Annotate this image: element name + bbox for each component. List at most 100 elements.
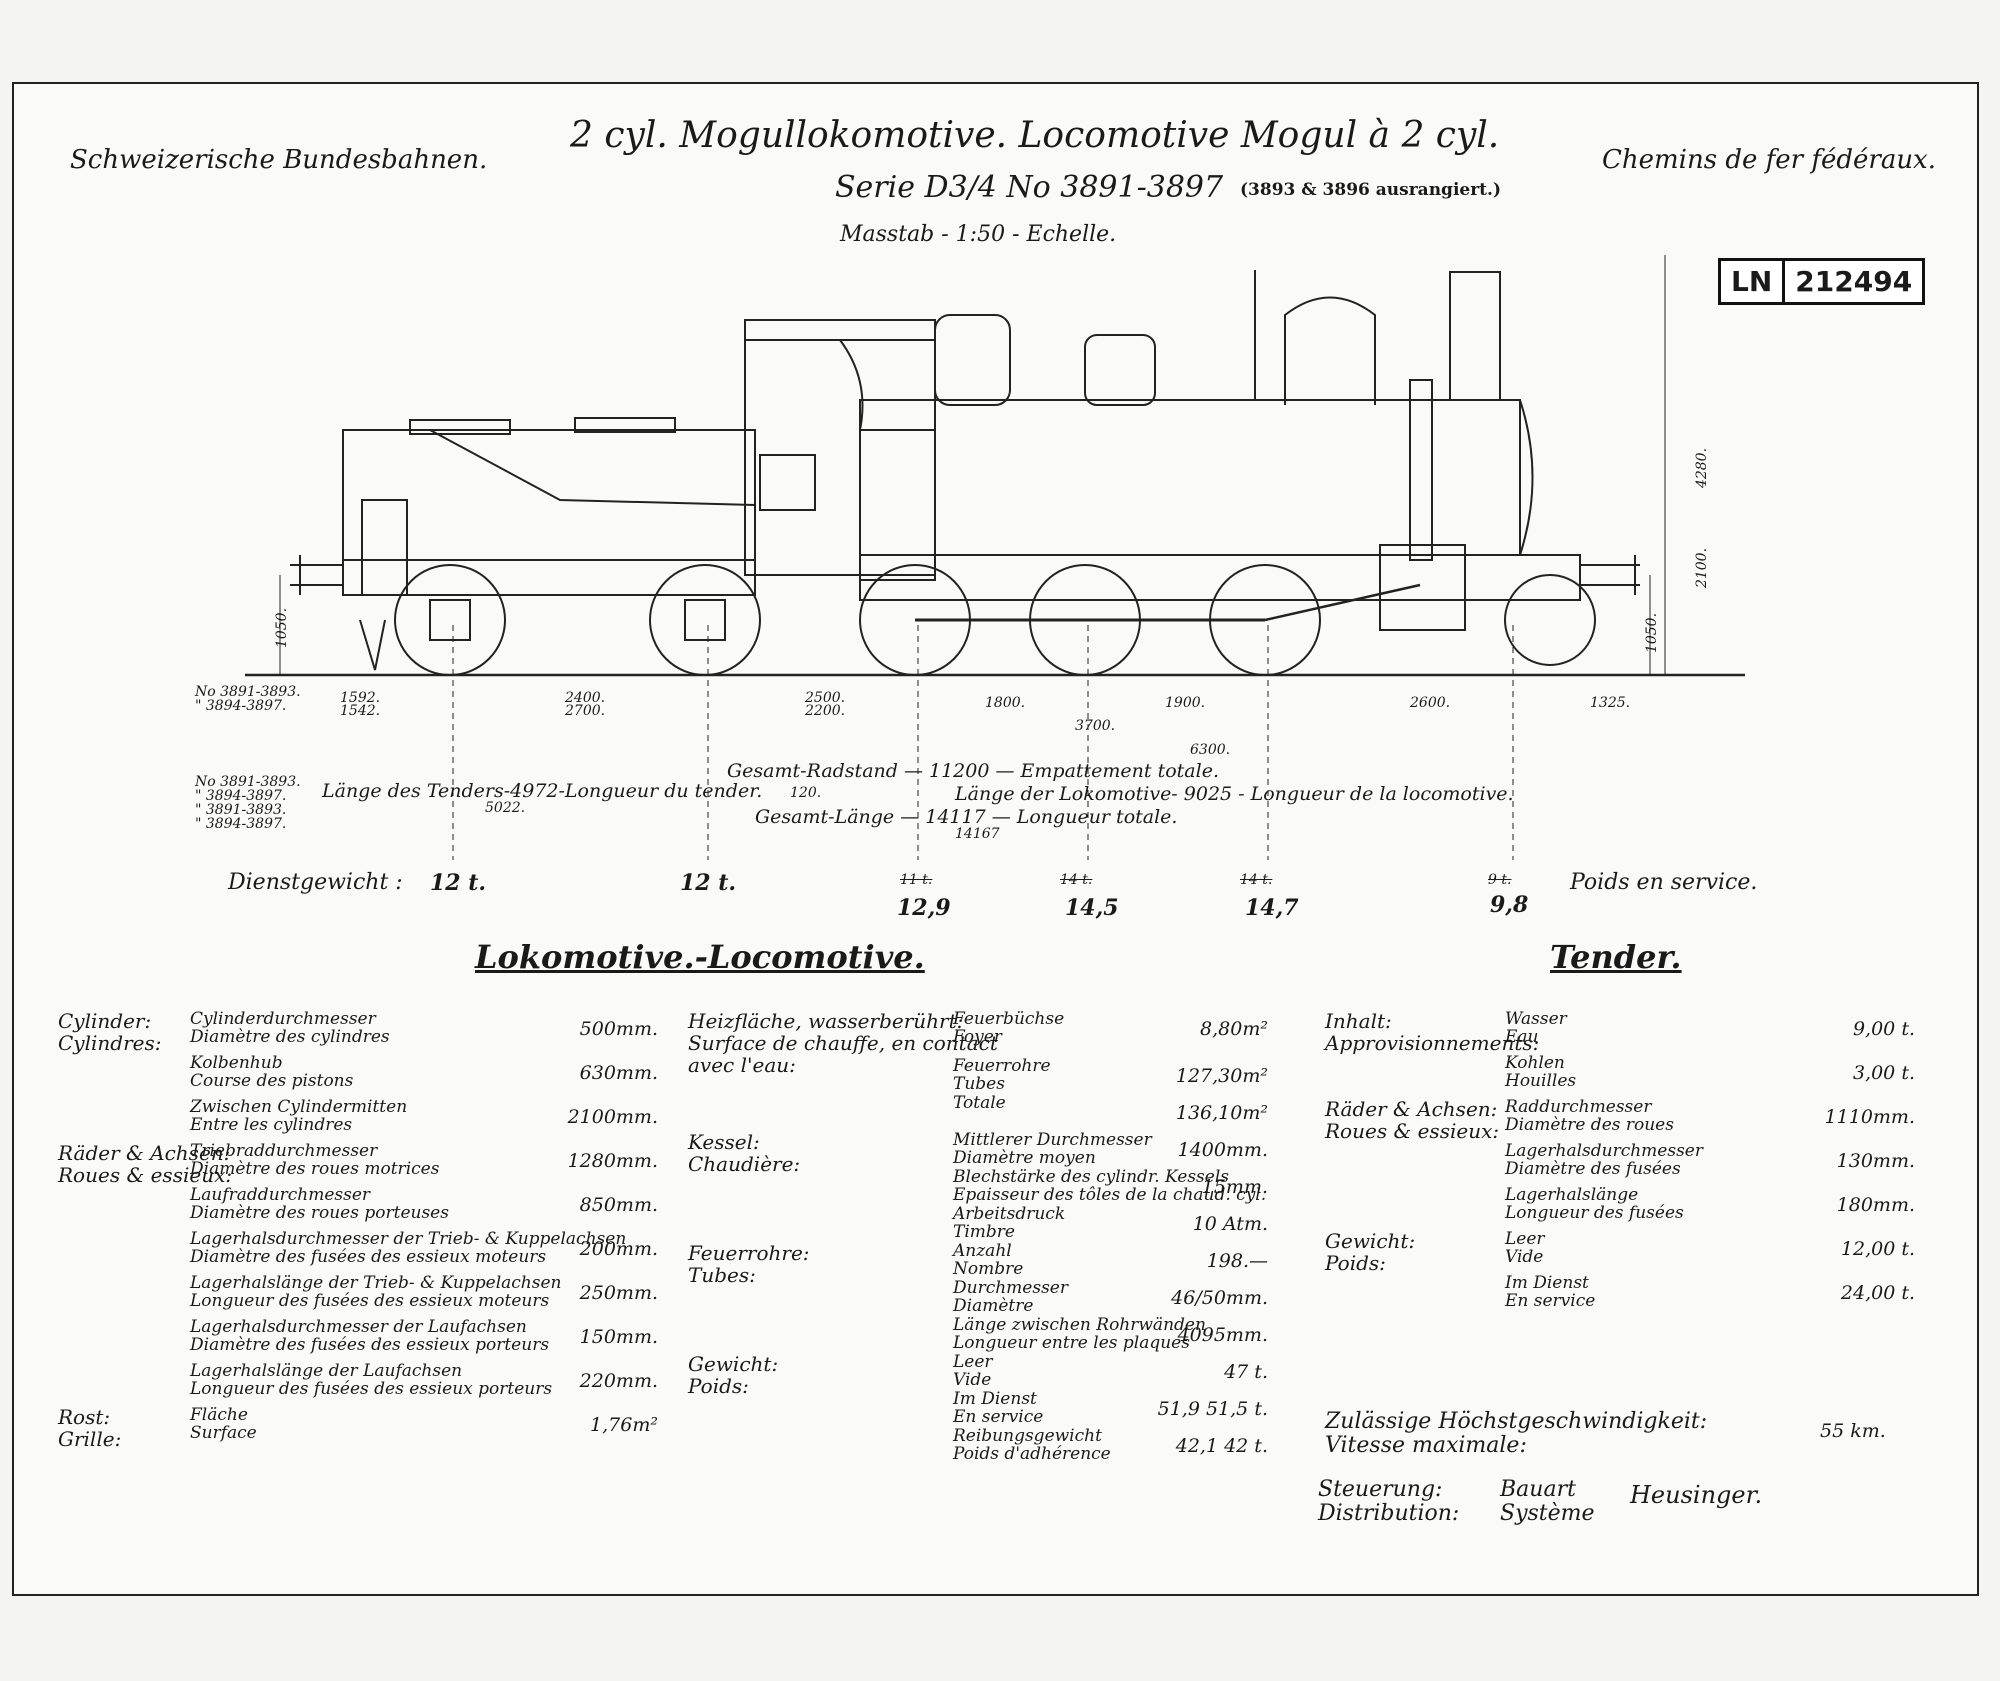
steam-dome <box>934 314 1011 406</box>
spec-group-label: Gewicht: Poids: <box>1325 1229 1416 1275</box>
spec-label-de: Lagerhalsdurchmesser <box>1505 1141 1703 1161</box>
spec-label-de: Blechstärke des cylindr. Kessels <box>953 1167 1229 1187</box>
spec-label-de: Lagerhalslänge der Laufachsen <box>190 1361 463 1381</box>
axle-weight-4-old: 14 t. <box>1060 872 1093 888</box>
length-series-labels: No 3891-3893. " 3894-3897. " 3891-3893. … <box>195 774 301 832</box>
spec-value: 15mm. <box>1201 1176 1268 1198</box>
dim-height-buffer: 2100. <box>1694 547 1711 589</box>
spec-value: 850mm. <box>579 1194 658 1216</box>
dim-6300: 6300. <box>1190 742 1231 758</box>
spec-value: 136,10m² <box>1175 1102 1268 1124</box>
spec-label-de: Raddurchmesser <box>1505 1097 1652 1117</box>
tender-wheel-2 <box>649 564 761 676</box>
spec-label-de: Kohlen <box>1505 1053 1565 1073</box>
dim-spacing-6: 2600. <box>1410 695 1451 711</box>
spec-value: 24,00 t. <box>1840 1282 1915 1304</box>
spec-value: 1400mm. <box>1177 1139 1268 1161</box>
cab <box>744 319 936 576</box>
spec-label-fr: Entre les cylindres <box>190 1115 353 1135</box>
spec-value: 42,1 42 t. <box>1175 1435 1268 1457</box>
safety-valve-dome <box>1284 296 1376 405</box>
spec-label-fr: Poids d'adhérence <box>953 1444 1111 1464</box>
drawing-scale: Masstab - 1:50 - Echelle. <box>840 222 1117 247</box>
drawing-title: 2 cyl. Mogullokomotive. Locomotive Mogul… <box>570 115 1500 156</box>
spec-label-de: Arbeitsdruck <box>953 1204 1066 1224</box>
spec-label-fr: Epaisseur des tôles de la chaud. cyl. <box>953 1185 1267 1205</box>
spec-label-de: Reibungsgewicht <box>953 1426 1102 1446</box>
dim-buffer-rear: 1050. <box>274 607 291 649</box>
spec-value: 1,76m² <box>590 1414 658 1436</box>
spec-value: 1280mm. <box>567 1150 658 1172</box>
spec-label-de: Wasser <box>1505 1009 1567 1029</box>
spec-group-label: Cylinder: Cylindres: <box>58 1009 162 1055</box>
spec-label-fr: Longueur des fusées <box>1505 1203 1684 1223</box>
locomotive-length: Länge der Lokomotive- 9025 - Longueur de… <box>955 783 1514 805</box>
valve-gear-label: Steuerung: Distribution: <box>1318 1477 1460 1526</box>
boiler <box>859 399 1521 556</box>
spec-value: 46/50mm. <box>1171 1287 1268 1309</box>
cylinder <box>1379 544 1466 631</box>
axle-weight-4: 14,5 <box>1065 895 1119 921</box>
spec-value: 51,9 51,5 t. <box>1157 1398 1268 1420</box>
spec-label-fr: Course des pistons <box>190 1071 354 1091</box>
tender-heading: Tender. <box>1550 938 1682 976</box>
tender-length: Länge des Tenders-4972-Longueur du tende… <box>322 780 763 802</box>
spec-label-fr: Diamètre des cylindres <box>190 1027 390 1047</box>
spec-label-fr: Diamètre des roues motrices <box>190 1159 440 1179</box>
spec-label-de: Durchmesser <box>953 1278 1068 1298</box>
spec-value: 2100mm. <box>567 1106 658 1128</box>
spec-label-de: Lagerhalsdurchmesser der Laufachsen <box>190 1317 527 1337</box>
dim-3700: 3700. <box>1075 718 1116 734</box>
sand-dome <box>1084 334 1156 406</box>
dim-spacing-7: 1325. <box>1590 695 1631 711</box>
spec-value: 250mm. <box>579 1282 658 1304</box>
max-speed-value: 55 km. <box>1820 1420 1886 1442</box>
spec-label-de: Laufraddurchmesser <box>190 1185 371 1205</box>
spec-value: 9,00 t. <box>1852 1018 1915 1040</box>
spec-label-fr: Vide <box>953 1370 992 1390</box>
spec-value: 198.— <box>1206 1250 1268 1272</box>
spec-group-label: Räder & Achsen: Roues & essieux: <box>1325 1097 1500 1143</box>
total-length-alt: 14167 <box>955 826 1000 842</box>
spec-value: 130mm. <box>1836 1150 1915 1172</box>
valve-gear-type: Bauart Système <box>1500 1477 1595 1526</box>
dim-120: 120. <box>790 785 822 801</box>
spec-value: 12,00 t. <box>1840 1238 1915 1260</box>
spec-label-de: Lagerhalslänge der Trieb- & Kuppelachsen <box>190 1273 562 1293</box>
total-wheelbase: Gesamt-Radstand — 11200 — Empattement to… <box>727 760 1219 782</box>
spec-label-fr: Surface <box>190 1423 257 1443</box>
spec-label-de: Totale <box>953 1093 1006 1113</box>
spec-label-de: Triebraddurchmesser <box>190 1141 378 1161</box>
spec-group-label: Räder & Achsen: Roues & essieux: <box>58 1141 233 1187</box>
spec-value: 500mm. <box>579 1018 658 1040</box>
axle-weight-2: 12 t. <box>680 870 737 896</box>
tender-wheel-1 <box>394 564 506 676</box>
spec-label-fr: Diamètre des fusées des essieux porteurs <box>190 1335 550 1355</box>
axle-weight-1: 12 t. <box>430 870 487 896</box>
spec-label-fr: Diamètre des fusées des essieux moteurs <box>190 1247 547 1267</box>
tender-length-alt: 5022. <box>485 800 526 816</box>
service-weight-label-fr: Poids en service. <box>1570 870 1758 895</box>
spec-value: 8,80m² <box>1200 1018 1268 1040</box>
spec-label-fr: Longueur entre les plaques <box>953 1333 1190 1353</box>
dim-buffer-front: 1050. <box>1644 612 1661 654</box>
spec-label-de: Im Dienst <box>953 1389 1037 1409</box>
dim-spacing-4: 1800. <box>985 695 1026 711</box>
spec-label-fr: Eau <box>1505 1027 1539 1047</box>
spec-group-label: Inhalt: Approvisionnements: <box>1325 1009 1540 1055</box>
dim-spacing-5: 1900. <box>1165 695 1206 711</box>
spec-value: 220mm. <box>579 1370 658 1392</box>
spec-label-de: Fläche <box>190 1405 248 1425</box>
spec-value: 47 t. <box>1224 1361 1268 1383</box>
axle-weight-3: 12,9 <box>897 895 951 921</box>
spec-label-de: Zwischen Cylindermitten <box>190 1097 408 1117</box>
spec-value: 150mm. <box>579 1326 658 1348</box>
axle-weight-3-old: 11 t. <box>900 872 933 888</box>
spec-group-label: Heizfläche, wasserberührt: Surface de ch… <box>688 1009 998 1077</box>
spec-value: 630mm. <box>579 1062 658 1084</box>
spec-label-fr: Diamètre <box>953 1296 1034 1316</box>
spec-label-fr: En service <box>953 1407 1044 1427</box>
axle-weight-6: 9,8 <box>1490 892 1529 918</box>
dim-spacing-2: 2400.2700. <box>565 690 606 719</box>
spec-label-de: Anzahl <box>953 1241 1012 1261</box>
